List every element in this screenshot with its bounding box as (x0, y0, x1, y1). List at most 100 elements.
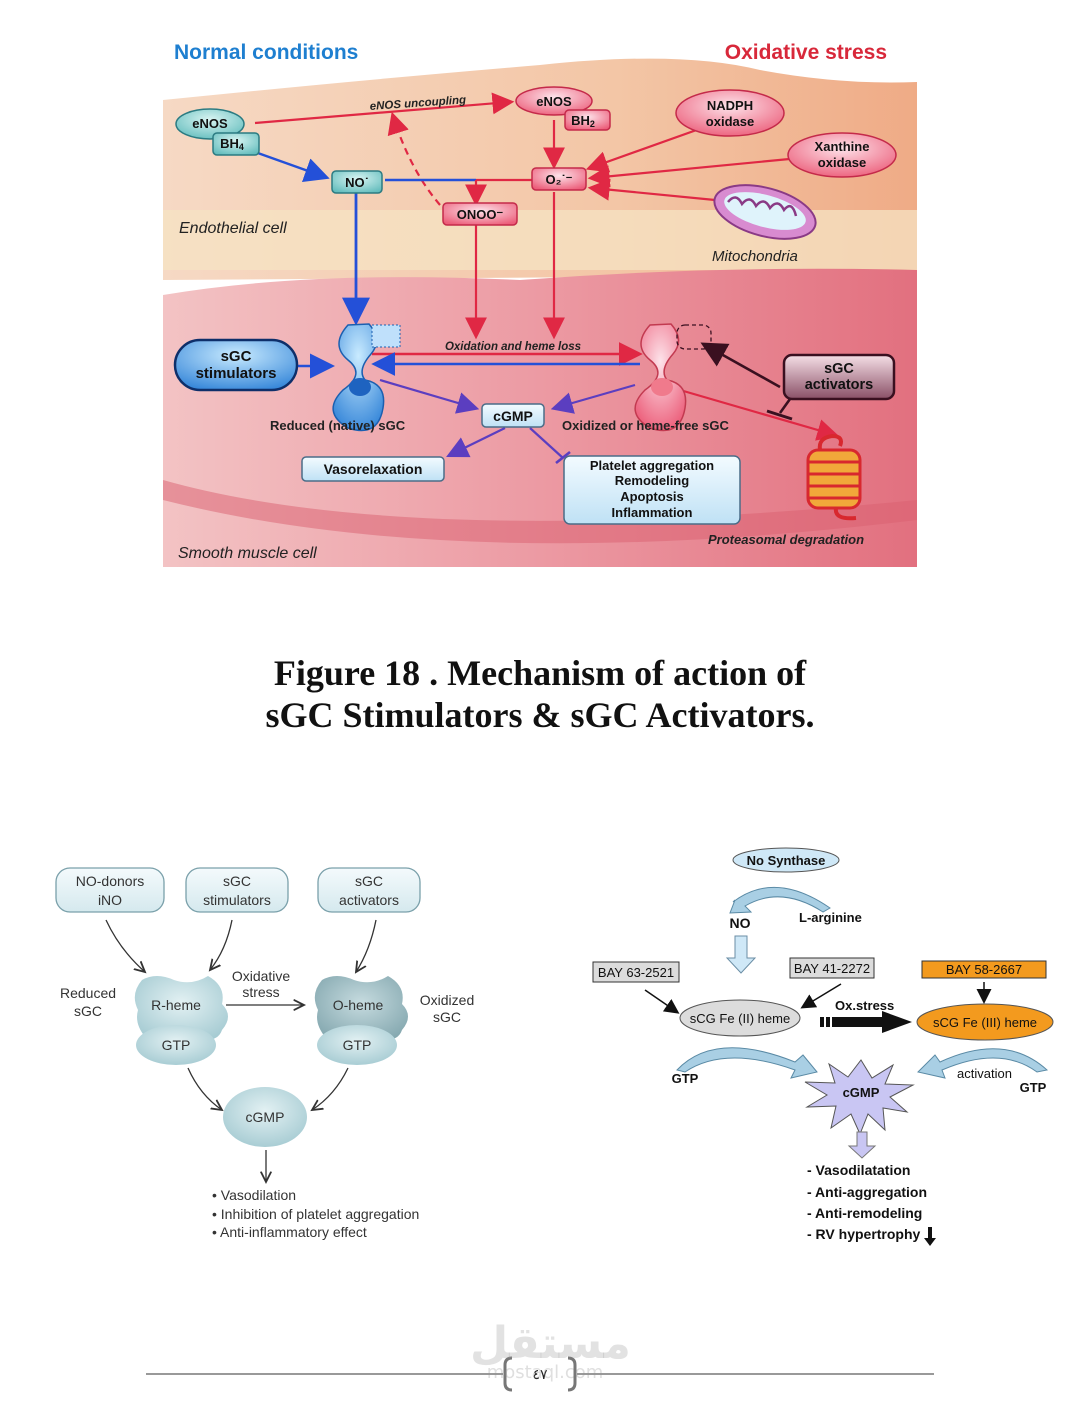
nadph-oxidase-node: NADPH oxidase (675, 89, 785, 137)
enos-uncoupling-arrow (254, 92, 515, 125)
svg-text:Apoptosis: Apoptosis (620, 489, 684, 504)
svg-text:R-heme: R-heme (151, 997, 201, 1013)
svg-text:BH4: BH4 (220, 136, 244, 152)
sgc-activators-node: sGC activators (782, 353, 896, 401)
sgc-fe2-heme-node: sCG Fe (II) heme (679, 999, 801, 1037)
oxidative-stress-label: Oxidative (232, 968, 291, 984)
left-bracket-icon (503, 1356, 513, 1392)
svg-text:cGMP: cGMP (843, 1085, 880, 1100)
decrease-arrow-icon (924, 1227, 936, 1246)
r-heme-node: R-heme GTP (134, 976, 228, 1065)
curved-arrow-l-arginine-to-no-icon (729, 886, 831, 914)
no-radical-node: NO˙ (331, 170, 383, 194)
no-donors-box: NO-donors iNO (55, 867, 165, 913)
svg-text:ONOO⁻: ONOO⁻ (457, 207, 504, 222)
page-number: ٤٧ (532, 1366, 548, 1382)
svg-text:NO-donors: NO-donors (76, 873, 144, 889)
cgmp-starburst: cGMP (804, 1059, 915, 1136)
mitochondria-label: Mitochondria (712, 248, 798, 265)
proteasomal-degradation-label: Proteasomal degradation (708, 532, 864, 547)
svg-text:cGMP: cGMP (246, 1109, 285, 1125)
bay-63-2521-box: BAY 63-2521 (592, 961, 680, 983)
cgmp-to-vasorelaxation-arrow (446, 427, 506, 458)
xanthine-oxidase-node: Xanthine oxidase (787, 132, 897, 178)
svg-text:Inflammation: Inflammation (612, 505, 693, 520)
effect-item: - Anti-remodeling (807, 1205, 922, 1221)
svg-text:NADPH: NADPH (707, 98, 753, 113)
vasorelaxation-node: Vasorelaxation (301, 456, 445, 482)
l-arginine-label: L-arginine (799, 910, 862, 925)
no-down-arrow-icon (725, 935, 757, 974)
no-donors-arrow (105, 919, 145, 972)
svg-text:stimulators: stimulators (203, 892, 271, 908)
no-sgc-pathway-figure: No Synthase NO L-arginine BAY 63-2521 BA… (592, 847, 1054, 1246)
svg-text:sCG Fe (II) heme: sCG Fe (II) heme (690, 1011, 790, 1026)
svg-text:sGC: sGC (824, 361, 854, 377)
sgc-heme-state-figure: NO-donors iNO sGC stimulators sGC activa… (55, 867, 474, 1240)
watermark-logo: مستقل (470, 1318, 631, 1369)
cgmp-inhibits-line (529, 427, 564, 459)
svg-text:oxidase: oxidase (818, 155, 866, 170)
watermark-url: mostaql.com (486, 1362, 604, 1383)
svg-text:GTP: GTP (162, 1037, 191, 1053)
effect-item: - RV hypertrophy (807, 1226, 921, 1242)
empty-heme-site-icon (676, 324, 712, 350)
activation-label: activation (957, 1066, 1012, 1081)
svg-text:cGMP: cGMP (493, 408, 533, 424)
svg-text:sGC: sGC (223, 873, 251, 889)
no-synthase-node: No Synthase (732, 847, 840, 873)
oxidative-stress-header: Oxidative stress (725, 41, 887, 64)
effect-item: - Vasodilatation (807, 1162, 910, 1178)
gtp-right-label: GTP (1020, 1080, 1047, 1095)
sgc-activators-box: sGC activators (317, 867, 421, 913)
no-label: NO (730, 915, 751, 931)
sgc-stimulators-node: sGC stimulators (173, 338, 299, 392)
bh4-node: BH4 (212, 132, 260, 156)
ox-stress-label: Ox.stress (835, 998, 894, 1013)
svg-text:BAY 41-2272: BAY 41-2272 (794, 961, 870, 976)
muscle-fiber (163, 480, 917, 544)
heme-group-icon (371, 324, 401, 348)
smooth-muscle-cell-label: Smooth muscle cell (178, 545, 317, 562)
cgmp-node: cGMP (223, 1087, 307, 1147)
svg-text:stimulators: stimulators (196, 365, 277, 382)
ox-stress-arrow-icon (820, 1011, 912, 1033)
svg-text:BAY 58-2667: BAY 58-2667 (946, 962, 1022, 977)
svg-text:Xanthine: Xanthine (815, 139, 870, 154)
svg-text:eNOS: eNOS (192, 116, 228, 131)
r-heme-to-cgmp-arrow (187, 1067, 222, 1110)
oxidative-stress-label-2: stress (242, 984, 279, 1000)
gtp-right-node (317, 1025, 397, 1065)
oxidized-sgc-icon (634, 323, 712, 432)
sgc-stimulators-box: sGC stimulators (185, 867, 289, 913)
svg-text:iNO: iNO (98, 892, 122, 908)
svg-text:sGC: sGC (355, 873, 383, 889)
svg-text:sCG Fe (III) heme: sCG Fe (III) heme (933, 1015, 1037, 1030)
svg-text:oxidase: oxidase (706, 114, 754, 129)
svg-text:eNOS: eNOS (536, 94, 572, 109)
bh2-node: BH2 (564, 109, 611, 131)
svg-text:GTP: GTP (343, 1037, 372, 1053)
stimulators-arrow (210, 919, 233, 970)
nadph-to-superoxide-arrow (585, 125, 706, 173)
right-bracket-icon (567, 1356, 577, 1392)
caption-line-1: Figure 18 . Mechanism of action of (273, 653, 807, 693)
bh4-to-no-arrow (254, 150, 330, 183)
activators-to-heme-site-arrow (700, 342, 781, 389)
oxidized-sgc-label: Oxidized (420, 992, 474, 1008)
effect-item: • Vasodilation (212, 1187, 296, 1203)
gtp-left-curved-arrow-icon (676, 1047, 818, 1079)
effect-item: • Inhibition of platelet aggregation (212, 1206, 419, 1222)
reduced-sgc-to-cgmp-arrow (379, 378, 480, 414)
sgc-fe3-heme-node: sCG Fe (III) heme (916, 1003, 1054, 1041)
svg-text:Platelet aggregation: Platelet aggregation (590, 458, 714, 473)
svg-text:BH2: BH2 (571, 113, 595, 129)
peroxynitrite-node: ONOO⁻ (442, 202, 518, 226)
oxidized-sgc-to-degradation-arrow (679, 388, 840, 441)
xanthine-to-superoxide-arrow (587, 156, 801, 188)
gtp-left-node (136, 1025, 216, 1065)
activators-inhibit-bar (766, 409, 793, 421)
reduced-sgc-icon (332, 323, 401, 432)
enos-normal-node: eNOS (175, 108, 245, 140)
bay-41-2272-box: BAY 41-2272 (789, 957, 875, 979)
